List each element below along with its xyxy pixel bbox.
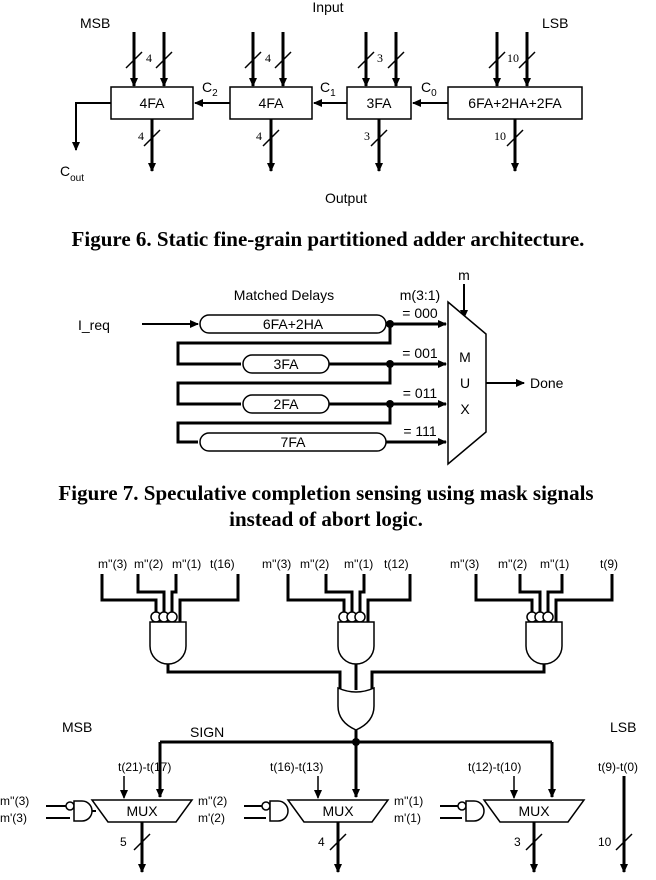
fig6-block1-in-bits: 4	[146, 51, 152, 65]
fig7-mux-letter-m: M	[459, 349, 471, 365]
fig8-g2-in4: t(12)	[384, 557, 409, 571]
fig8-t-range-2: t(16)-t(13)	[270, 760, 323, 774]
fig8-g3-in3: m''(1)	[540, 557, 569, 571]
fig8-mux-2-bits: 4	[318, 835, 325, 849]
fig8-mux-3-m-top: m''(1)	[394, 794, 423, 808]
fig8-g3-in2: m''(2)	[498, 557, 527, 571]
fig8-mux-1: MUX m''(3) m'(3) 5	[0, 794, 194, 873]
fig6-carry-c2: C2	[202, 79, 218, 99]
fig8-or-gate	[337, 686, 375, 731]
fig6-carry-c1: C1	[320, 79, 336, 99]
fig8-g1-in4: t(16)	[210, 557, 235, 571]
fig8-g2-in2: m''(2)	[300, 557, 329, 571]
fig6-block1-label: 4FA	[140, 95, 166, 111]
fig6-block3-label: 3FA	[367, 95, 393, 111]
fig6-cout-arrow	[72, 102, 111, 151]
fig7-m-label: m	[458, 267, 470, 283]
fig8-mux-2-m-top: m''(2)	[198, 794, 227, 808]
fig6-block4-in-bits: 10	[507, 51, 519, 65]
fig7-sel-4: = 111	[403, 423, 437, 439]
fig7-delay-label-1: 6FA+2HA	[263, 316, 324, 332]
fig7-mux	[447, 300, 487, 466]
fig7-delay-label-4: 7FA	[281, 434, 307, 450]
fig8-and-gate-2	[286, 574, 412, 690]
figure-7: m Matched Delays m(3:1) I_req 6FA+2HA 3F…	[58, 267, 593, 531]
fig7-sel-3: = 011	[403, 385, 438, 401]
fig7-delay-label-3: 2FA	[274, 396, 300, 412]
fig6-caption: Figure 6. Static fine-grain partitioned …	[72, 227, 585, 251]
fig8-and-gate-1	[100, 574, 342, 690]
fig8-lsb-label: LSB	[610, 719, 636, 735]
fig7-mux-letter-x: X	[460, 401, 470, 417]
fig8-mux-1-m-top: m''(3)	[0, 794, 29, 808]
fig7-mux-letter-u: U	[460, 375, 470, 391]
fig6-block3-out-bits: 3	[364, 129, 370, 143]
fig8-mux-2-label: MUX	[322, 803, 354, 819]
fig7-delay-label-2: 3FA	[274, 356, 300, 372]
figure-6: Input MSB LSB 4 4 3 10	[60, 0, 584, 251]
fig8-mux-2: MUX m''(2) m'(2) 4	[198, 794, 390, 873]
fig8-mux-3: MUX m''(1) m'(1) 3	[394, 794, 586, 873]
fig8-g3-in1: m''(3)	[450, 557, 479, 571]
fig6-input-label: Input	[312, 0, 343, 15]
fig8-g2-in3: m''(1)	[344, 557, 373, 571]
fig7-sel-header: m(3:1)	[400, 287, 440, 303]
fig8-t-range-3: t(12)-t(10)	[468, 760, 521, 774]
fig8-msb-label: MSB	[62, 719, 92, 735]
fig8-mux-1-label: MUX	[126, 803, 158, 819]
fig8-g2-in1: m''(3)	[262, 557, 291, 571]
fig8-g1-in2: m''(2)	[134, 557, 163, 571]
fig7-matched-delays-label: Matched Delays	[234, 287, 334, 303]
fig7-caption-line2: instead of abort logic.	[229, 507, 423, 531]
fig6-lsb-label: LSB	[542, 15, 568, 31]
fig8-mux-2-m-bot: m'(2)	[198, 811, 225, 825]
fig7-caption-line1: Figure 7. Speculative completion sensing…	[58, 481, 593, 505]
fig6-block2-label: 4FA	[259, 95, 285, 111]
fig6-block3-in-bits: 3	[377, 51, 383, 65]
fig6-block1-out-bits: 4	[138, 129, 144, 143]
fig8-t-range-1: t(21)-t(17)	[118, 760, 171, 774]
fig8-g1-in1: m''(3)	[98, 557, 127, 571]
fig8-lsb-bits: 10	[598, 835, 612, 849]
fig8-mux-3-label: MUX	[518, 803, 550, 819]
figure-8: m''(3) m''(2) m''(1) t(16) m''(3) m''(2)…	[0, 557, 638, 873]
fig6-block4-out-bits: 10	[494, 129, 506, 143]
fig8-mux-3-m-bot: m'(1)	[394, 811, 421, 825]
fig6-block4-label: 6FA+2HA+2FA	[468, 95, 562, 111]
fig6-carry-c0: C0	[421, 79, 437, 99]
fig8-lsb-range: t(9)-t(0)	[598, 760, 638, 774]
fig6-output-label: Output	[325, 190, 367, 206]
fig6-cout-label: Cout	[60, 163, 84, 184]
fig7-ireq-label: I_req	[78, 317, 110, 333]
fig7-done-label: Done	[530, 375, 564, 391]
fig8-lsb-bus: 10	[598, 776, 633, 873]
fig6-msb-label: MSB	[80, 15, 110, 31]
fig7-sel-1: = 000	[402, 305, 438, 321]
fig8-mux-1-bits: 5	[120, 835, 127, 849]
fig6-block2-out-bits: 4	[256, 129, 262, 143]
fig6-block-lsb	[447, 86, 583, 120]
fig7-wiring	[176, 320, 447, 446]
fig8-g1-in3: m''(1)	[172, 557, 201, 571]
fig6-input-buses	[125, 32, 536, 87]
fig8-and-gate-3	[370, 574, 614, 690]
fig8-mux-3-bits: 3	[514, 835, 521, 849]
fig6-block2-in-bits: 4	[265, 51, 271, 65]
fig8-mux-1-m-bot: m'(3)	[0, 811, 27, 825]
fig8-sign-label: SIGN	[190, 724, 224, 740]
fig7-sel-2: = 001	[402, 345, 438, 361]
fig6-output-buses	[143, 119, 524, 172]
fig8-g3-in4: t(9)	[600, 557, 618, 571]
